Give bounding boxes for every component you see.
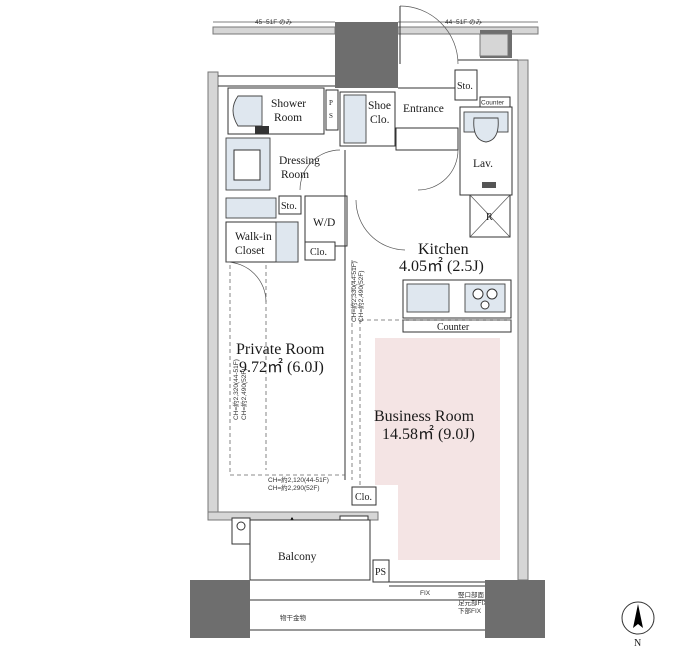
kitchen-counter-label: Counter bbox=[437, 322, 470, 333]
burner-3 bbox=[480, 300, 490, 310]
shower-room-label-1: Shower bbox=[271, 98, 306, 110]
wic-rod bbox=[275, 221, 299, 263]
window-note-2: 足元部FIX bbox=[458, 598, 488, 607]
window-note-3: 下部FIX bbox=[458, 606, 482, 615]
shoe-closet-label-1: Shoe bbox=[368, 100, 391, 112]
counter-bar bbox=[402, 319, 512, 333]
top-left-note: 45~51F のみ bbox=[255, 18, 293, 26]
entrance-label: Entrance bbox=[403, 103, 444, 115]
ps-upper-label-2: S bbox=[329, 112, 333, 120]
lav-door-swing bbox=[417, 149, 459, 191]
dressing-room-label-2: Room bbox=[281, 169, 309, 181]
toilet bbox=[473, 117, 499, 143]
ps-upper-label-1: P bbox=[329, 99, 333, 107]
window-note-1: 竪口部面 bbox=[458, 590, 485, 599]
washbasin-bowl bbox=[233, 149, 261, 181]
ceiling-note-6: CH=約2,290(52F) bbox=[268, 483, 319, 492]
kitchen-name: Kitchen bbox=[418, 241, 469, 258]
shoe-closet-label-2: Clo. bbox=[370, 114, 390, 126]
structural-column-bottom-left bbox=[190, 580, 250, 638]
wic-shelf bbox=[225, 197, 277, 219]
washer-dryer-label: W/D bbox=[313, 217, 335, 229]
compass-label: N bbox=[634, 638, 641, 649]
balcony-label: Balcony bbox=[278, 551, 317, 563]
business-room-area: 14.58㎡ (9.0J) bbox=[382, 425, 475, 443]
entry-storage bbox=[454, 69, 478, 101]
ceiling-note-3: CH=約2,330(44-51F) bbox=[349, 261, 358, 322]
ceiling-note-5: CH=約2,120(44-51F) bbox=[268, 475, 329, 484]
refrigerator-label: R bbox=[486, 212, 493, 223]
private-room-area: 9.72㎡ (6.0J) bbox=[239, 358, 324, 376]
burner-2 bbox=[486, 288, 498, 300]
business-room-name: Business Room bbox=[374, 408, 475, 425]
walk-in-closet-label-2: Closet bbox=[235, 245, 265, 257]
shower-tub bbox=[232, 95, 263, 127]
structural-column-bottom-right bbox=[485, 580, 545, 638]
kitchen-sink bbox=[406, 283, 450, 313]
burner-1 bbox=[472, 288, 484, 300]
dressing-storage bbox=[278, 195, 302, 215]
fix-label: FIX bbox=[420, 590, 431, 597]
balcony-hatch bbox=[231, 517, 251, 545]
right-exterior-wall bbox=[517, 59, 529, 581]
ps-upper bbox=[325, 89, 339, 131]
lav-vent bbox=[482, 182, 496, 188]
ceiling-note-2: CH=約2,490(52F) bbox=[239, 369, 248, 420]
shoe-shelf bbox=[343, 94, 367, 144]
structural-column-top bbox=[335, 22, 398, 88]
hatch-circle bbox=[236, 521, 246, 531]
business-room-highlight bbox=[375, 338, 500, 560]
top-right-beam bbox=[397, 26, 539, 35]
shower-room-label-2: Room bbox=[274, 112, 302, 124]
business-closet-label: Clo. bbox=[355, 492, 372, 503]
ceiling-note-1: CH=約2,320(44-51F) bbox=[231, 359, 240, 420]
dressing-storage-label: Sto. bbox=[281, 201, 297, 212]
fridge-diag-2 bbox=[469, 194, 511, 238]
left-exterior-wall bbox=[207, 71, 219, 513]
balcony-rail-note: 物干金物 bbox=[280, 613, 307, 622]
ps-lower bbox=[372, 559, 390, 583]
top-right-note: 44~51F のみ bbox=[445, 18, 483, 26]
compass: N bbox=[621, 601, 655, 649]
small-closet bbox=[304, 241, 336, 261]
cooktop bbox=[464, 283, 506, 313]
wic-door-swing bbox=[225, 261, 267, 303]
entrance-door-swing bbox=[399, 5, 459, 65]
private-room-name: Private Room bbox=[236, 341, 325, 358]
ceiling-note-4: CH=約2,490(52F) bbox=[356, 271, 365, 322]
lav-counter-label: Counter bbox=[481, 100, 505, 107]
entry-storage-label: Sto. bbox=[457, 81, 473, 92]
small-closet-label: Clo. bbox=[310, 247, 327, 258]
wd-door-swing bbox=[355, 199, 406, 251]
entrance-step bbox=[395, 127, 459, 151]
dressing-door-swing bbox=[299, 149, 341, 191]
washer-dryer-space bbox=[304, 195, 348, 247]
walk-in-closet-label-1: Walk-in bbox=[235, 231, 272, 243]
dressing-room-label-1: Dressing bbox=[279, 155, 320, 167]
column-cap bbox=[479, 33, 509, 57]
kitchen-area: 4.05㎡ (2.5J) bbox=[399, 257, 484, 275]
balcony-area bbox=[249, 519, 371, 581]
drain-grate bbox=[255, 126, 269, 134]
business-closet bbox=[351, 486, 377, 506]
compass-needle-icon bbox=[633, 604, 643, 628]
top-left-beam bbox=[212, 26, 336, 35]
lavatory-label: Lav. bbox=[473, 158, 493, 170]
ps-lower-label: PS bbox=[375, 567, 386, 578]
